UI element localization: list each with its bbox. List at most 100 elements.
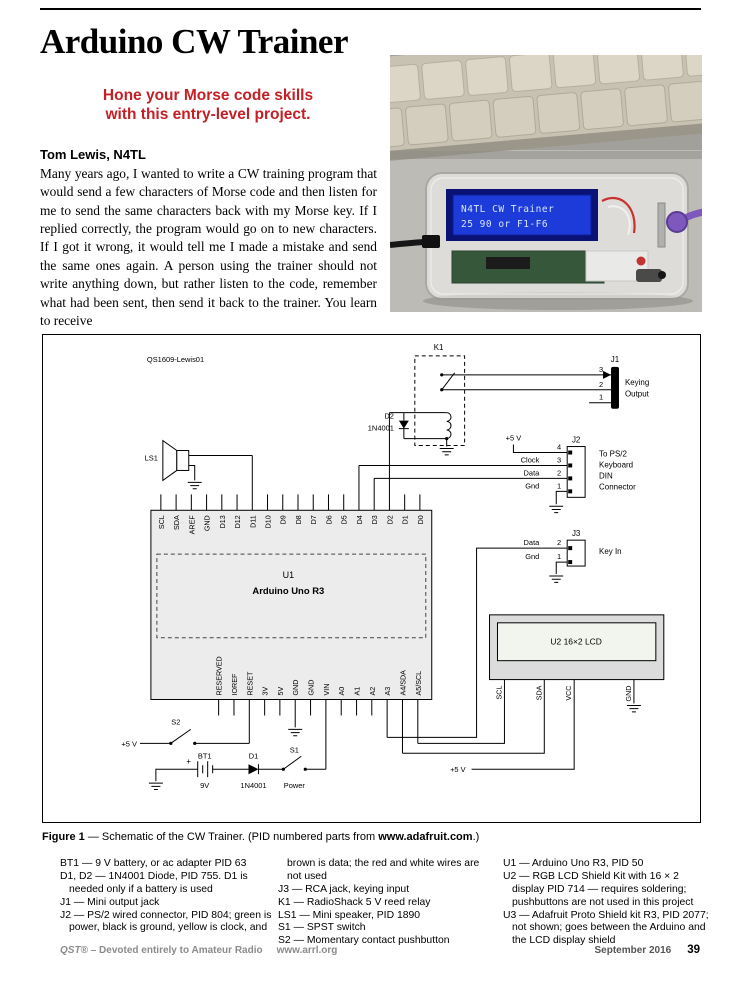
- footer-url: www.arrl.org: [276, 945, 338, 956]
- diode-ref: D2: [384, 412, 394, 421]
- pin-label: A0: [338, 687, 346, 696]
- pin-name: Data: [524, 538, 541, 547]
- pin-label: A4/SDA: [399, 670, 407, 696]
- u1-top-pin-labels: SCL SDA AREF GND D13 D12 D11 D10 D9 D8 D…: [158, 515, 425, 535]
- pin-label: IOREF: [231, 673, 239, 695]
- arduino-ref: U1: [283, 570, 294, 580]
- top-rule: [40, 8, 701, 10]
- pin-label: D8: [295, 515, 303, 524]
- pin-label: 5V: [277, 687, 285, 696]
- pin-label: D4: [356, 515, 364, 524]
- pin-number: 1: [599, 393, 603, 402]
- supply-label: +5 V: [506, 434, 522, 443]
- part-item: J1 — Mini output jack: [60, 896, 160, 908]
- jack-tip: [603, 370, 612, 379]
- ground-symbol: [148, 782, 163, 791]
- caption-url: www.adafruit.com: [378, 831, 473, 843]
- pin-number: 1: [557, 552, 561, 561]
- pin-label: D0: [417, 515, 425, 524]
- tagline-line-1: Hone your Morse code skills: [102, 87, 314, 104]
- lcd-line-1: N4TL CW Trainer: [461, 204, 554, 215]
- jack-note: Output: [625, 390, 650, 399]
- pin-label: D3: [371, 515, 379, 524]
- pin-label: D1: [402, 515, 410, 524]
- ground-symbol: [549, 505, 564, 514]
- part-item: U2 — RGB LCD Shield Kit with 16 × 2 disp…: [503, 870, 694, 908]
- pin-label: D7: [310, 515, 318, 524]
- part-item: LS1 — Mini speaker, PID 1890: [278, 909, 421, 921]
- parts-column-2: brown is data; the red and white wires a…: [278, 858, 490, 948]
- pin-number: 3: [557, 455, 561, 464]
- pin-number: 4: [557, 443, 561, 452]
- ground-symbol: [626, 704, 641, 713]
- diode-d1: D1 1N4001: [240, 751, 266, 790]
- part-item: D1, D2 — 1N4001 Diode, PID 755. D1 is ne…: [60, 870, 248, 895]
- relay-coil: [446, 412, 452, 440]
- pin-label: AREF: [188, 515, 196, 535]
- jack-note: Keying: [625, 378, 649, 387]
- connector-note: Keyboard: [599, 460, 633, 469]
- figure-caption: Figure 1 — Schematic of the CW Trainer. …: [42, 831, 698, 843]
- red-wire: [601, 196, 636, 234]
- battery-bt1: BT1 9V +: [186, 751, 211, 790]
- white-wire: [607, 205, 631, 236]
- project-photo: N4TL CW Trainer 25 90 or F1-F6: [390, 55, 702, 312]
- jack-opening: [658, 271, 666, 279]
- page-footer: QST® – Devoted entirely to Amateur Radio…: [60, 944, 700, 956]
- jack-ref: J1: [611, 355, 620, 364]
- parts-column-1: BT1 — 9 V battery, or ac adapter PID 63 …: [60, 858, 273, 935]
- diode-d2: D2 1N4001: [368, 412, 409, 433]
- connector-note: To PS/2: [599, 450, 627, 459]
- pin-label: SDA: [173, 515, 181, 530]
- lcd-line-2: 25 90 or F1-F6: [461, 219, 548, 230]
- footer-motto-text: – Devoted entirely to Amateur Radio: [87, 945, 263, 956]
- connector-j3: J3 Data 2 Gnd 1 Key In: [524, 529, 622, 567]
- part-item: U1 — Arduino Uno R3, PID 50: [503, 858, 644, 869]
- pin-label: GND: [292, 680, 300, 696]
- connector-note: Key In: [599, 547, 622, 556]
- connector-j2: J2 4 3 2 1 Clock Data Gnd To PS/2 Keyboa…: [521, 436, 636, 498]
- pin-label: D10: [265, 515, 273, 528]
- part-item: J3 — RCA jack, keying input: [278, 883, 410, 895]
- keyboard: [390, 55, 702, 163]
- pin-label: A5/SCL: [415, 671, 423, 696]
- arduino-name: Arduino Uno R3: [252, 586, 324, 597]
- pin-name: Gnd: [525, 481, 539, 490]
- schematic-drawing: QS1609-Lewis01: [121, 343, 665, 791]
- pin-label: RESERVED: [216, 656, 224, 695]
- pin-name: Data: [524, 468, 541, 477]
- part-item: J2 — PS/2 wired connector, PID 804; gree…: [60, 909, 272, 934]
- pin-label: VCC: [565, 686, 573, 701]
- pin-label: SDA: [535, 685, 543, 700]
- pin-label: D12: [234, 515, 242, 528]
- diode-ref: D1: [249, 751, 259, 760]
- pin-label: A2: [369, 687, 377, 696]
- ground-symbol: [549, 575, 564, 583]
- pin-name: Clock: [521, 455, 540, 464]
- pin-label: D13: [219, 515, 227, 528]
- diode-value: 1N4001: [240, 781, 266, 790]
- switch-s1: S1 Power: [284, 745, 306, 790]
- battery-polarity: +: [186, 757, 191, 766]
- u2-pin-labels: SCL SDA VCC GND: [495, 685, 632, 701]
- part-item: BT1 — 9 V battery, or ac adapter PID 63: [60, 858, 247, 869]
- diode-value: 1N4001: [368, 424, 394, 433]
- supply-label: +5 V: [121, 739, 137, 748]
- photo-illustration: N4TL CW Trainer 25 90 or F1-F6: [390, 55, 702, 312]
- pin-number: 2: [557, 538, 561, 547]
- drawing-number: QS1609-Lewis01: [147, 355, 204, 364]
- lcd-u2: U2 16×2 LCD SCL SDA VCC GND: [489, 614, 665, 701]
- ground-symbol: [187, 481, 202, 490]
- pin-label: GND: [308, 680, 316, 696]
- lcd-display: N4TL CW Trainer 25 90 or F1-F6: [446, 189, 598, 241]
- pin-number: 1: [557, 481, 561, 490]
- pin-name: Gnd: [525, 552, 539, 561]
- ps2-plug: [666, 211, 688, 233]
- metal-clip: [657, 202, 666, 248]
- part-item: K1 — RadioShack 5 V reed relay: [278, 896, 431, 908]
- relay-ref: K1: [434, 343, 444, 352]
- schematic-wires: [139, 372, 635, 782]
- junction-dots: [169, 373, 449, 771]
- pin-label: SCL: [495, 686, 503, 700]
